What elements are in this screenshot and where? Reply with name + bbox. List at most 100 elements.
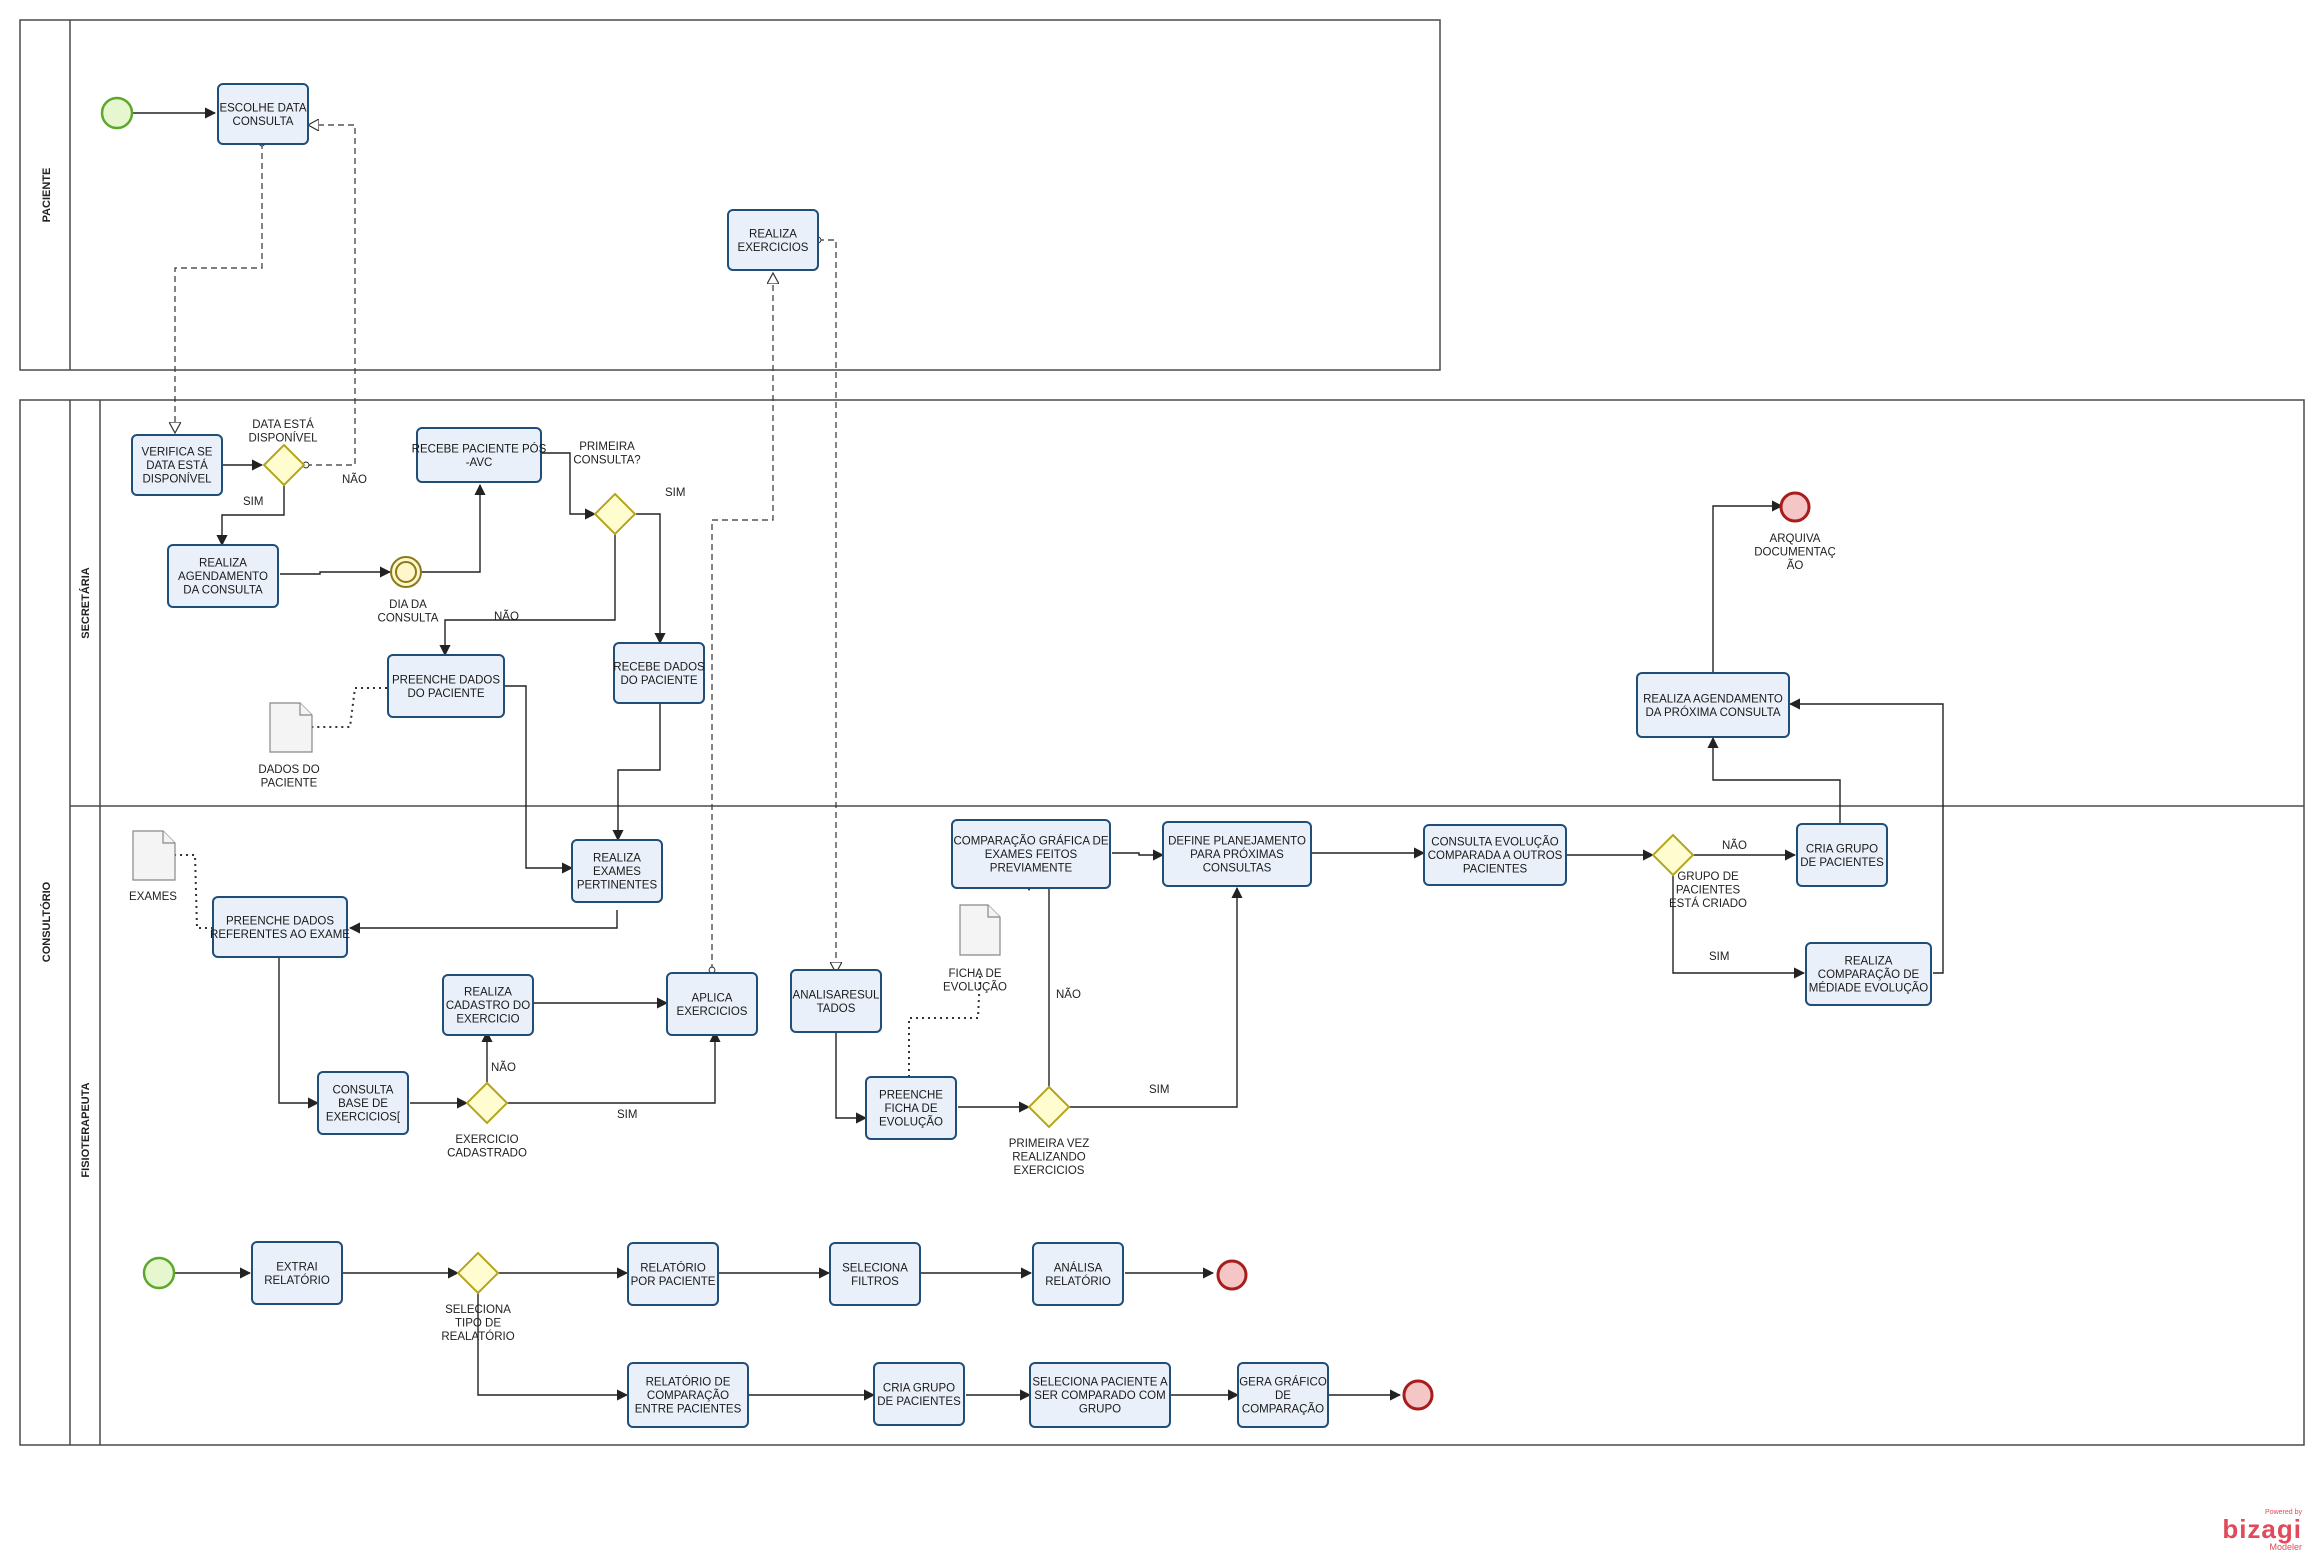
flow-label-sim-3: SIM: [617, 1109, 637, 1121]
data-object-dados-paciente: [269, 702, 313, 753]
task-label-line: EXAMES FEITOS: [985, 849, 1078, 861]
logo-sub: Modeler: [2269, 1542, 2302, 1552]
label-line: EXERCICIO: [455, 1134, 518, 1146]
task-label-line: RELATÓRIO DE: [646, 1376, 731, 1389]
task-label-line: CONSULTA: [333, 1085, 394, 1097]
gateway-tipo-relatorio: [456, 1251, 500, 1295]
task-preenche-dados-paciente[interactable]: PREENCHE DADOS DO PACIENTE: [387, 654, 505, 718]
task-label-line: PERTINENTES: [577, 880, 658, 892]
label-line: ARQUIVA: [1770, 533, 1821, 545]
task-label-line: CONSULTA: [233, 116, 294, 128]
task-label-line: EXERCICIOS: [677, 1006, 748, 1018]
task-label-line: CONSULTA EVOLUÇÃO: [1431, 836, 1558, 849]
task-label-line: REALIZA AGENDAMENTO: [1643, 693, 1783, 705]
flow-label-sim-4: SIM: [1149, 1084, 1169, 1096]
task-label-line: GERA GRÁFICO: [1239, 1376, 1327, 1389]
task-label-line: DE: [1275, 1390, 1291, 1402]
label-line: EXAMES: [129, 891, 177, 903]
pool-consultorio: CONSULTÓRIO SECRETÁRIA FISIOTERAPEUTA: [19, 399, 2305, 1446]
label-line: REALATÓRIO: [441, 1330, 514, 1343]
task-label-line: CRIA GRUPO: [883, 1382, 955, 1394]
label-line: TIPO DE: [455, 1318, 501, 1330]
task-label-line: VERIFICA SE: [142, 447, 213, 459]
logo-brand: bizagi: [2222, 1514, 2302, 1544]
flow-label-sim-5: SIM: [1709, 951, 1729, 963]
task-label-line: PREENCHE DADOS: [226, 915, 334, 927]
task-label-line: COMPARAÇÃO: [647, 1389, 729, 1402]
task-label-line: RELATÓRIO: [1045, 1275, 1111, 1288]
associations: [175, 687, 981, 1077]
label-line: SELECIONA: [445, 1304, 511, 1316]
task-label-line: REALIZA: [464, 987, 512, 999]
task-label-line: ANÁLISA: [1054, 1261, 1103, 1274]
logo-powered: Powered by: [2265, 1509, 2302, 1516]
pool-paciente: PACIENTE: [19, 19, 1441, 371]
task-label-line: TADOS: [817, 1003, 856, 1015]
label-line: FICHA DE: [948, 968, 1001, 980]
bizagi-logo: Powered by bizagi Modeler: [2222, 1509, 2302, 1552]
flow-label-sim-2: SIM: [665, 487, 685, 499]
task-aplica-exercicios[interactable]: APLICA EXERCICIOS: [666, 972, 758, 1036]
start-event-paciente: [100, 96, 134, 130]
task-recebe-paciente[interactable]: RECEBE PACIENTE PÓS-AVC: [412, 427, 547, 483]
task-label-line: EXAMES: [593, 866, 641, 878]
task-label-line: EXERCICIOS[: [326, 1112, 401, 1124]
task-label-line: DE PACIENTES: [877, 1396, 961, 1408]
task-label-line: REALIZA: [593, 853, 641, 865]
label-line: ESTÁ CRIADO: [1669, 897, 1747, 910]
flow-label-sim-1: SIM: [243, 496, 263, 508]
task-label-line: APLICA: [692, 992, 733, 1004]
task-analisa-resultados[interactable]: ANALISARESUL TADOS: [790, 969, 882, 1033]
end-event-arquiva: [1779, 491, 1811, 523]
task-label-line: POR PACIENTE: [631, 1276, 716, 1288]
task-label-line: FICHA DE: [884, 1103, 937, 1115]
task-label-line: REALIZA: [749, 228, 797, 240]
task-label-line: ANALISARESUL: [793, 989, 881, 1001]
task-label-line: CADASTRO DO: [446, 1000, 530, 1012]
start-event-relatorio: [142, 1256, 176, 1290]
task-label-line: EVOLUÇÃO: [879, 1116, 943, 1129]
end-event-analisa: [1216, 1259, 1248, 1291]
gateway-data-disponivel: [262, 443, 306, 487]
label-line: DADOS DO: [258, 764, 319, 776]
task-label-line: PARA PRÓXIMAS: [1190, 848, 1284, 861]
task-label-line: PREENCHE DADOS: [392, 674, 500, 686]
task-label-line: DEFINE PLANEJAMENTO: [1168, 836, 1306, 848]
task-label-line: DO PACIENTE: [407, 688, 484, 700]
flow-label-nao-2: NÃO: [494, 610, 519, 623]
task-cria-grupo-2[interactable]: CRIA GRUPO DE PACIENTES: [873, 1362, 965, 1426]
task-label-line: RECEBE DADOS: [613, 661, 705, 673]
lane-secretaria-label: SECRETÁRIA: [79, 567, 92, 639]
task-label-line: RECEBE PACIENTE PÓS: [412, 442, 547, 455]
label-line: CONSULTA?: [573, 455, 640, 467]
